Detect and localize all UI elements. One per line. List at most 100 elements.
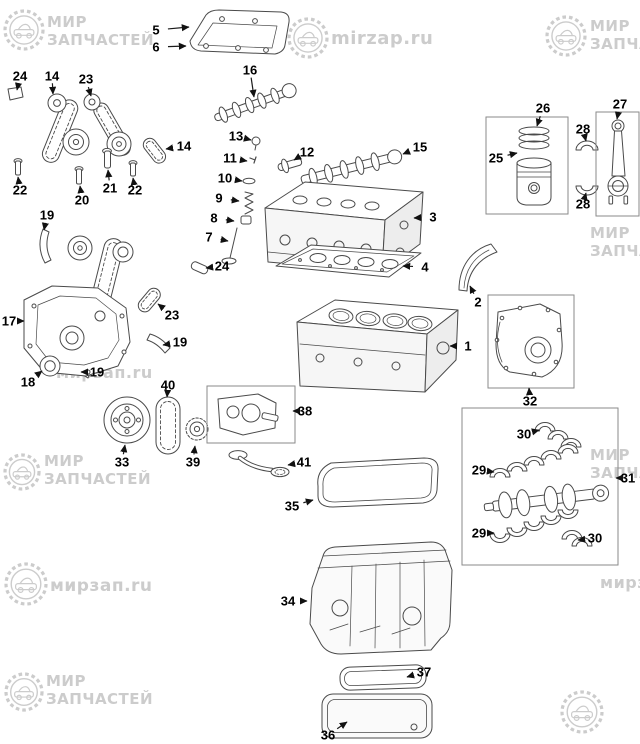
callout-29[interactable]: 29 [472,463,495,478]
callout-2[interactable]: 2 [469,285,482,310]
callout-number[interactable]: 26 [536,101,550,116]
callout-number[interactable]: 21 [103,181,117,196]
callout-number[interactable]: 28 [576,197,590,212]
callout-24[interactable]: 24 [205,259,230,274]
callout-14[interactable]: 14 [165,139,192,154]
callout-23[interactable]: 23 [157,303,179,323]
callout-number[interactable]: 28 [576,122,590,137]
callout-30[interactable]: 30 [517,427,540,442]
callout-number[interactable]: 20 [75,193,89,208]
callout-number[interactable]: 8 [210,211,217,226]
callout-18[interactable]: 18 [21,370,43,390]
callout-40[interactable]: 40 [161,378,175,398]
callout-27[interactable]: 27 [613,97,627,120]
callout-number[interactable]: 5 [152,23,159,38]
callout-number[interactable]: 23 [79,72,93,87]
callout-number[interactable]: 32 [523,394,537,409]
callout-26[interactable]: 26 [536,101,550,127]
callout-number[interactable]: 19 [90,365,104,380]
callout-number[interactable]: 2 [474,295,481,310]
callout-number[interactable]: 27 [613,97,627,112]
callout-number[interactable]: 14 [177,139,192,154]
callout-14[interactable]: 14 [45,69,60,95]
callout-3[interactable]: 3 [413,210,437,225]
callout-6[interactable]: 6 [152,40,187,55]
callout-number[interactable]: 15 [413,140,427,155]
callout-number[interactable]: 30 [588,531,602,546]
callout-10[interactable]: 10 [218,171,243,186]
callout-number[interactable]: 29 [472,463,486,478]
callout-15[interactable]: 15 [402,140,427,155]
callout-number[interactable]: 22 [128,183,142,198]
callout-number[interactable]: 12 [300,145,314,160]
callout-number[interactable]: 34 [281,594,296,609]
callout-number[interactable]: 24 [215,259,230,274]
callout-1[interactable]: 1 [449,339,472,354]
callout-number[interactable]: 6 [152,40,159,55]
callout-22[interactable]: 22 [128,177,142,198]
callout-25[interactable]: 25 [489,151,518,166]
callout-31[interactable]: 31 [615,471,635,486]
callout-number[interactable]: 38 [298,404,312,419]
callout-number[interactable]: 18 [21,375,35,390]
callout-13[interactable]: 13 [229,129,252,144]
callout-16[interactable]: 16 [243,63,257,98]
callout-number[interactable]: 17 [2,314,16,329]
callout-number[interactable]: 24 [13,69,28,84]
callout-41[interactable]: 41 [287,455,311,470]
callout-11[interactable]: 11 [223,151,248,166]
callout-number[interactable]: 25 [489,151,503,166]
callout-4[interactable]: 4 [402,260,429,275]
callout-21[interactable]: 21 [103,169,117,196]
callout-23[interactable]: 23 [79,72,93,97]
callout-37[interactable]: 37 [406,665,431,680]
callout-number[interactable]: 19 [173,335,187,350]
callout-35[interactable]: 35 [285,498,314,514]
callout-number[interactable]: 16 [243,63,257,78]
callout-36[interactable]: 36 [321,721,348,743]
callout-22[interactable]: 22 [13,176,27,198]
callout-number[interactable]: 23 [165,308,179,323]
callout-number[interactable]: 11 [223,151,237,166]
callout-24[interactable]: 24 [13,69,28,91]
callout-number[interactable]: 22 [13,183,27,198]
callout-number[interactable]: 39 [186,455,200,470]
callout-number[interactable]: 37 [417,665,431,680]
callout-number[interactable]: 36 [321,728,335,743]
callout-number[interactable]: 1 [464,339,471,354]
callout-33[interactable]: 33 [115,444,129,470]
callout-28[interactable]: 28 [576,122,590,142]
callout-30[interactable]: 30 [577,531,602,546]
callout-29[interactable]: 29 [472,526,495,541]
callout-38[interactable]: 38 [292,404,312,419]
callout-number[interactable]: 14 [45,69,60,84]
callout-number[interactable]: 3 [429,210,436,225]
callout-19[interactable]: 19 [40,208,54,231]
callout-number[interactable]: 40 [161,378,175,393]
callout-number[interactable]: 7 [205,230,212,245]
callout-9[interactable]: 9 [215,191,240,206]
callout-34[interactable]: 34 [281,594,308,609]
callout-8[interactable]: 8 [210,211,235,226]
callout-32[interactable]: 32 [523,387,537,409]
callout-number[interactable]: 4 [421,260,429,275]
callout-number[interactable]: 29 [472,526,486,541]
callout-number[interactable]: 35 [285,499,299,514]
callout-20[interactable]: 20 [75,185,89,208]
callout-number[interactable]: 33 [115,455,129,470]
callout-19[interactable]: 19 [80,365,104,380]
callout-5[interactable]: 5 [152,23,190,38]
callout-17[interactable]: 17 [2,314,25,329]
callout-28[interactable]: 28 [576,192,590,212]
callout-number[interactable]: 31 [621,471,635,486]
callout-7[interactable]: 7 [205,230,229,245]
callout-number[interactable]: 30 [517,427,531,442]
callout-number[interactable]: 13 [229,129,243,144]
callout-number[interactable]: 19 [40,208,54,223]
callout-number[interactable]: 9 [215,191,222,206]
callout-12[interactable]: 12 [293,145,314,161]
callout-39[interactable]: 39 [186,445,200,470]
callout-19[interactable]: 19 [162,335,187,350]
callout-number[interactable]: 10 [218,171,232,186]
callout-number[interactable]: 41 [297,455,311,470]
